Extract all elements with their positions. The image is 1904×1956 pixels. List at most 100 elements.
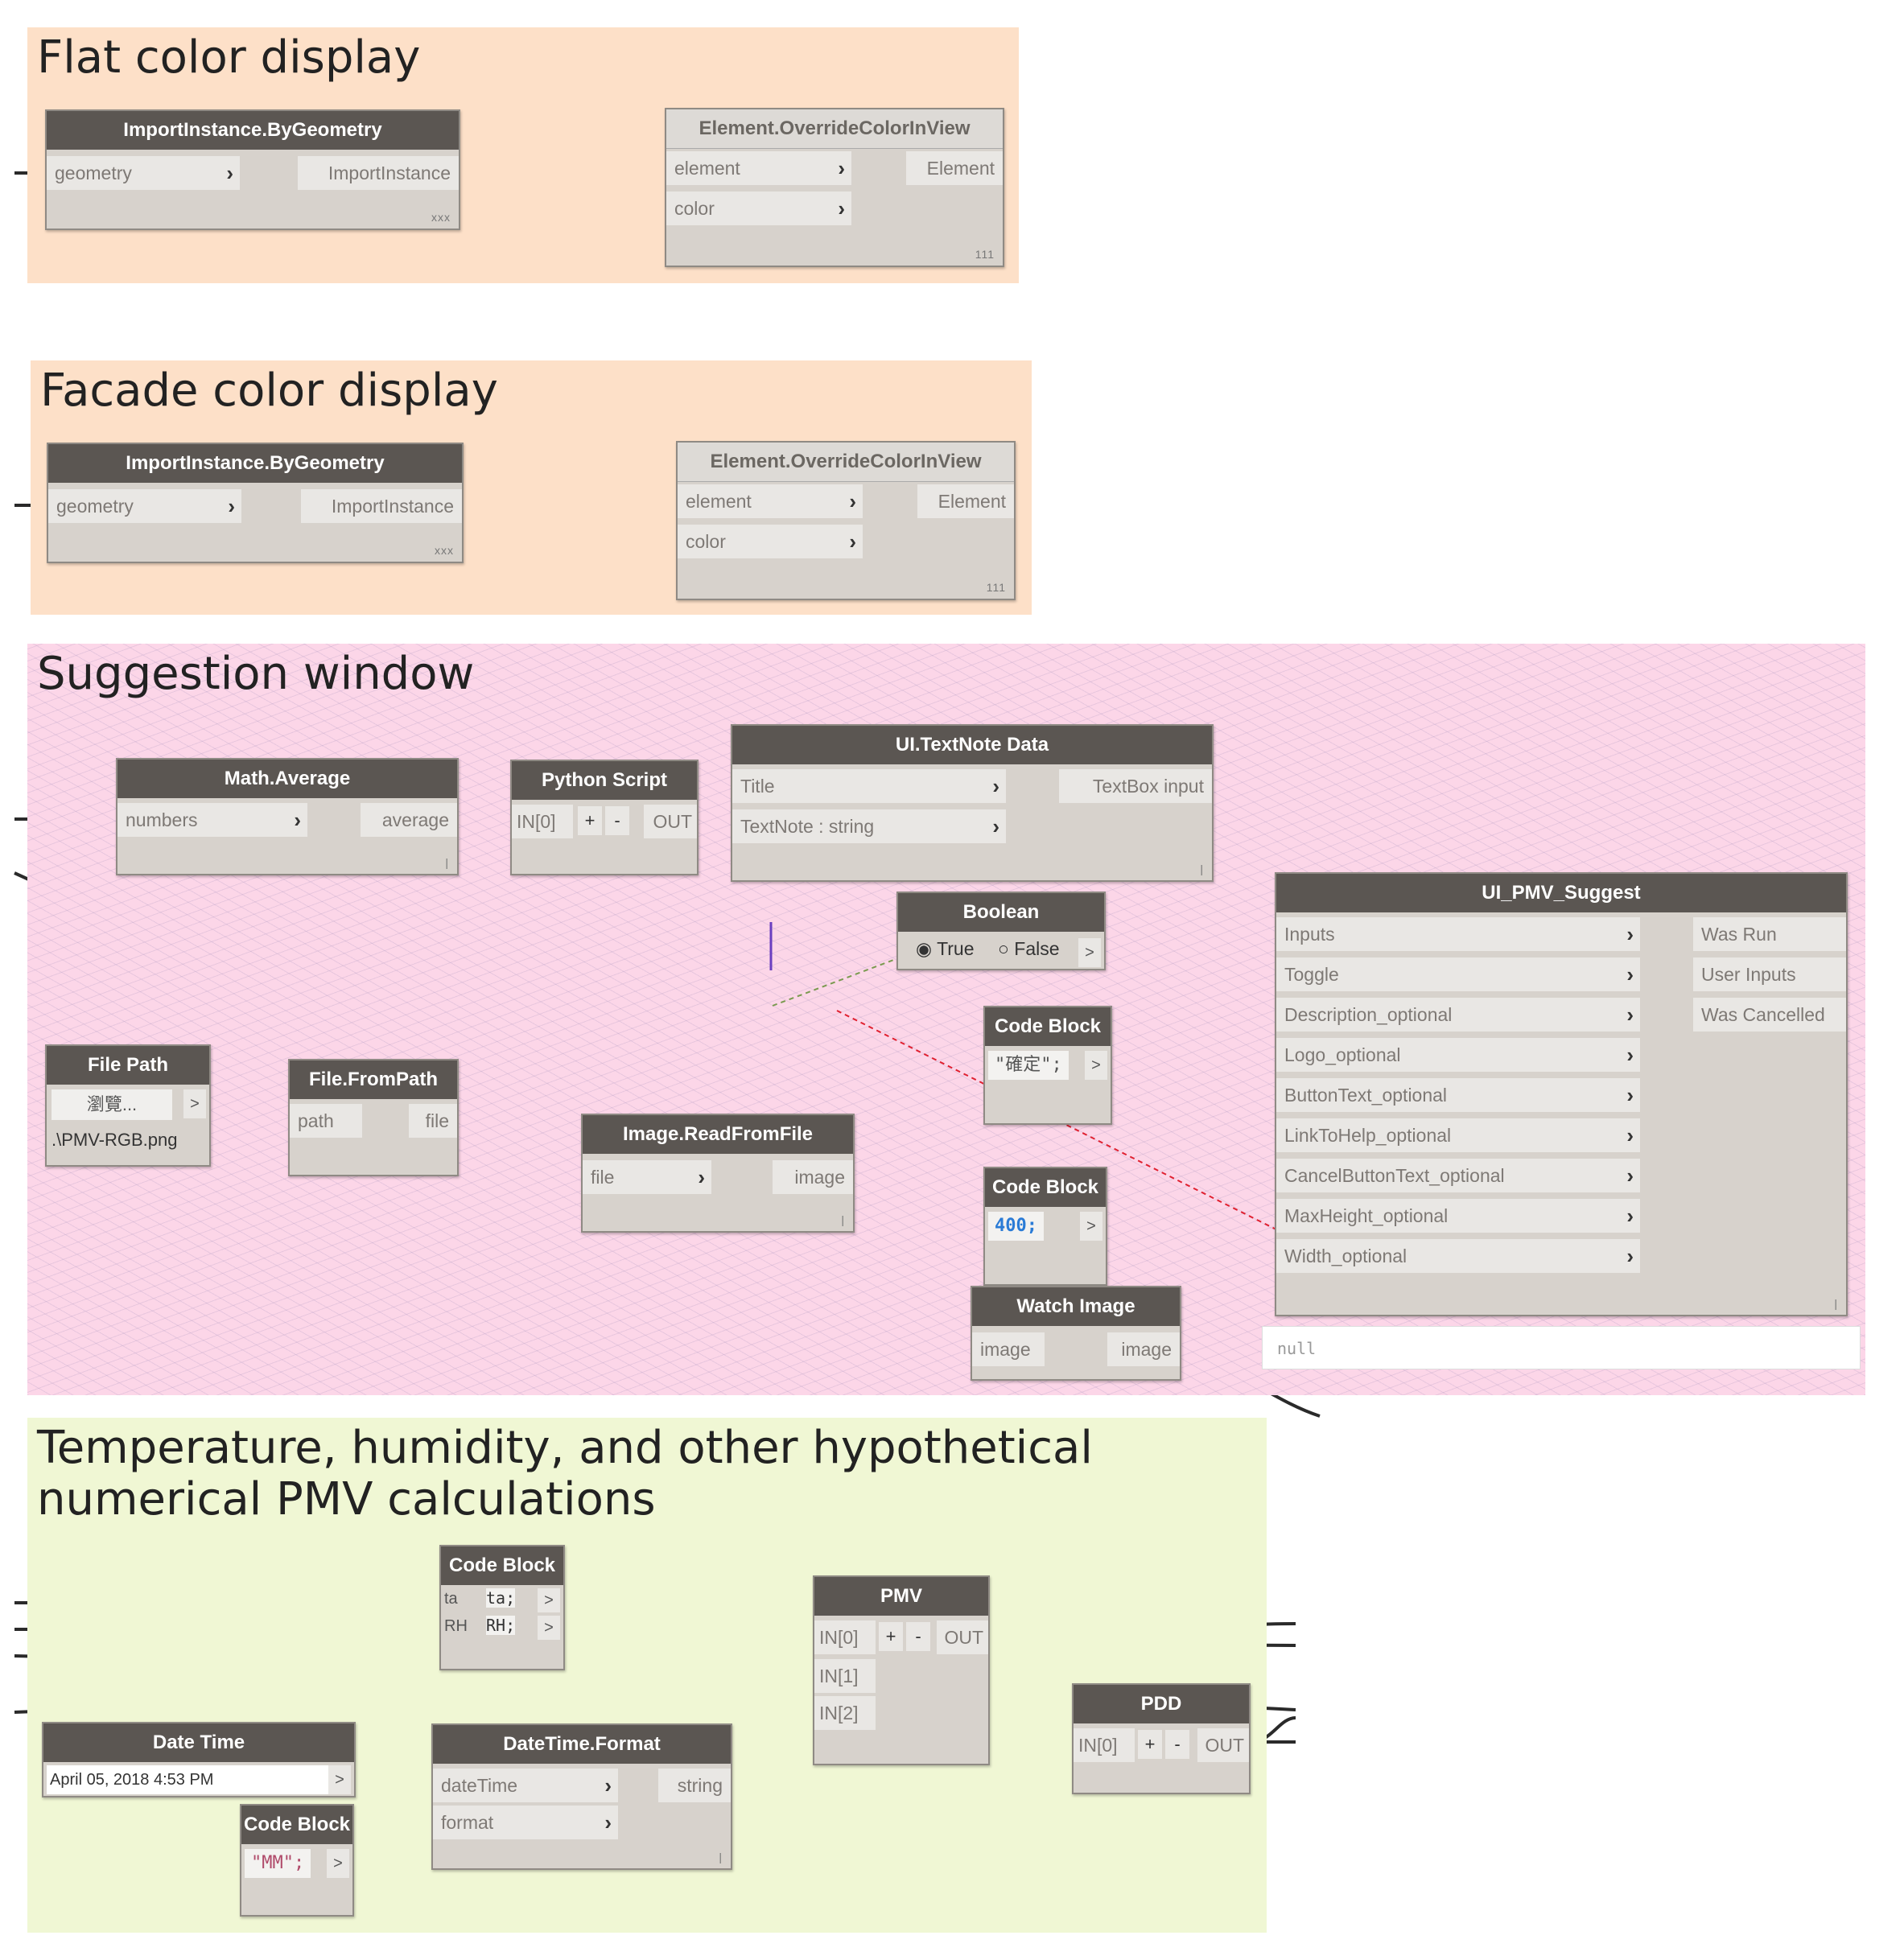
node-ui-textnote-data[interactable]: UI.TextNote Data Title › TextNote : stri… xyxy=(731,724,1214,882)
remove-input-button[interactable]: - xyxy=(605,806,629,835)
input-port-textnote-string[interactable]: TextNote : string › xyxy=(732,809,1006,843)
code-editor[interactable]: "MM"; xyxy=(245,1849,311,1878)
output-port[interactable]: > xyxy=(183,1089,206,1118)
lacing-indicator[interactable]: | xyxy=(719,1851,723,1863)
input-port-description[interactable]: Description_optional› xyxy=(1276,998,1640,1032)
output-port-element[interactable]: Element xyxy=(917,484,1014,518)
node-datetime-format[interactable]: DateTime.Format dateTime › format › stri… xyxy=(431,1723,732,1870)
input-port-in0[interactable]: IN[0] xyxy=(814,1620,876,1654)
remove-input-button[interactable]: - xyxy=(906,1622,930,1651)
output-port-string[interactable]: string xyxy=(658,1769,731,1802)
radio-true[interactable]: ◉ True xyxy=(916,938,975,959)
output-port-average[interactable]: average xyxy=(361,803,457,837)
node-file-frompath[interactable]: File.FromPath path file xyxy=(288,1059,459,1176)
output-port-textbox-input[interactable]: TextBox input xyxy=(1059,769,1212,803)
input-port-logo[interactable]: Logo_optional› xyxy=(1276,1038,1640,1072)
output-port[interactable]: > xyxy=(538,1616,560,1640)
output-port[interactable]: > xyxy=(538,1588,560,1612)
lacing-indicator[interactable]: xxx xyxy=(431,211,451,224)
input-port-linktohelp[interactable]: LinkToHelp_optional› xyxy=(1276,1118,1640,1152)
node-code-block[interactable]: Code Block "MM"; > xyxy=(240,1804,354,1917)
add-input-button[interactable]: + xyxy=(879,1622,903,1651)
node-boolean[interactable]: Boolean ◉ True ○ False > xyxy=(896,892,1106,970)
node-importinstance-bygeometry[interactable]: ImportInstance.ByGeometry geometry › Imp… xyxy=(45,109,460,230)
input-port-element[interactable]: element › xyxy=(678,484,863,518)
output-port-importinstance[interactable]: ImportInstance xyxy=(298,156,459,190)
input-port-rh[interactable]: RH xyxy=(444,1617,468,1635)
input-port-in0[interactable]: IN[0] xyxy=(1074,1728,1135,1762)
node-pdd[interactable]: PDD IN[0] + - OUT xyxy=(1072,1683,1251,1794)
output-port-image[interactable]: image xyxy=(773,1160,853,1194)
input-port-numbers[interactable]: numbers › xyxy=(117,803,307,837)
browse-button[interactable]: 瀏覽... xyxy=(52,1089,172,1120)
node-code-block[interactable]: Code Block "確定"; > xyxy=(983,1006,1112,1125)
input-port-geometry[interactable]: geometry › xyxy=(48,489,241,523)
output-port-was-cancelled[interactable]: Was Cancelled xyxy=(1693,998,1846,1032)
node-date-time[interactable]: Date Time April 05, 2018 4:53 PM > xyxy=(42,1722,356,1797)
node-code-block[interactable]: Code Block 400; > xyxy=(983,1167,1107,1286)
input-port-maxheight[interactable]: MaxHeight_optional› xyxy=(1276,1199,1640,1233)
input-port-path[interactable]: path xyxy=(290,1104,362,1138)
lacing-indicator[interactable]: | xyxy=(445,856,449,869)
input-port-file[interactable]: file › xyxy=(583,1160,711,1194)
output-port-image[interactable]: image xyxy=(1107,1332,1180,1366)
output-port[interactable]: > xyxy=(1085,1051,1107,1080)
output-port-out[interactable]: OUT xyxy=(1197,1728,1249,1762)
output-port[interactable]: > xyxy=(327,1849,349,1878)
input-port-ta[interactable]: ta xyxy=(444,1590,458,1608)
input-port-datetime[interactable]: dateTime › xyxy=(433,1769,618,1802)
node-image-readfromfile[interactable]: Image.ReadFromFile file › image | xyxy=(581,1114,855,1233)
code-editor[interactable]: "確定"; xyxy=(988,1051,1069,1080)
input-port-inputs[interactable]: Inputs› xyxy=(1276,917,1640,951)
output-port[interactable]: > xyxy=(328,1765,351,1794)
add-input-button[interactable]: + xyxy=(578,806,602,835)
input-port-color[interactable]: color › xyxy=(678,525,863,558)
lacing-indicator[interactable]: | xyxy=(1200,863,1204,875)
node-pmv[interactable]: PMV IN[0] + - OUT IN[1] IN[2] xyxy=(813,1575,990,1765)
node-element-overridecolorinview[interactable]: Element.OverrideColorInView element › co… xyxy=(676,441,1016,600)
input-port-width[interactable]: Width_optional› xyxy=(1276,1239,1640,1273)
node-ui-pmv-suggest[interactable]: UI_PMV_Suggest Inputs› Toggle› Descripti… xyxy=(1275,872,1848,1316)
node-preview-bubble[interactable]: null xyxy=(1262,1326,1861,1369)
node-math-average[interactable]: Math.Average numbers › average | xyxy=(116,758,459,875)
output-port-out[interactable]: OUT xyxy=(644,805,697,838)
node-importinstance-bygeometry[interactable]: ImportInstance.ByGeometry geometry › Imp… xyxy=(47,443,464,563)
code-line-1[interactable]: ta; xyxy=(486,1588,516,1608)
output-port-user-inputs[interactable]: User Inputs xyxy=(1693,957,1846,991)
input-port-geometry[interactable]: geometry › xyxy=(47,156,240,190)
node-python-script[interactable]: Python Script IN[0] + - OUT xyxy=(510,760,699,875)
output-port[interactable]: > xyxy=(1078,938,1101,967)
input-port-toggle[interactable]: Toggle› xyxy=(1276,957,1640,991)
remove-input-button[interactable]: - xyxy=(1165,1730,1189,1759)
output-port-importinstance[interactable]: ImportInstance xyxy=(301,489,462,523)
output-port-element[interactable]: Element xyxy=(906,151,1003,185)
node-code-block[interactable]: Code Block ta RH ta; RH; > > xyxy=(439,1545,565,1670)
radio-false[interactable]: ○ False xyxy=(998,938,1060,959)
output-port[interactable]: > xyxy=(1080,1212,1102,1241)
input-port-element[interactable]: element › xyxy=(666,151,851,185)
node-watch-image[interactable]: Watch Image image image xyxy=(971,1286,1181,1381)
output-port-out[interactable]: OUT xyxy=(937,1620,988,1654)
code-line-2[interactable]: RH; xyxy=(486,1616,516,1635)
input-port-in1[interactable]: IN[1] xyxy=(814,1659,876,1693)
datetime-field[interactable]: April 05, 2018 4:53 PM xyxy=(47,1765,328,1794)
input-port-in0[interactable]: IN[0] xyxy=(512,805,573,838)
code-editor[interactable]: 400; xyxy=(988,1212,1044,1241)
lacing-indicator[interactable]: | xyxy=(841,1213,845,1226)
input-port-buttontext[interactable]: ButtonText_optional› xyxy=(1276,1078,1640,1112)
lacing-indicator[interactable]: | xyxy=(1834,1297,1838,1310)
input-port-image[interactable]: image xyxy=(972,1332,1045,1366)
output-port-was-run[interactable]: Was Run xyxy=(1693,917,1846,951)
lacing-indicator[interactable]: xxx xyxy=(435,544,454,557)
node-element-overridecolorinview[interactable]: Element.OverrideColorInView element › co… xyxy=(665,108,1004,267)
lacing-indicator[interactable]: 111 xyxy=(975,248,995,261)
output-port-file[interactable]: file xyxy=(409,1104,457,1138)
input-port-format[interactable]: format › xyxy=(433,1806,618,1839)
input-port-color[interactable]: color › xyxy=(666,191,851,225)
node-file-path[interactable]: File Path 瀏覽... > .\PMV-RGB.png xyxy=(45,1044,211,1167)
input-port-in2[interactable]: IN[2] xyxy=(814,1696,876,1730)
input-port-title[interactable]: Title › xyxy=(732,769,1006,803)
lacing-indicator[interactable]: 111 xyxy=(986,581,1006,594)
input-port-cancelbuttontext[interactable]: CancelButtonText_optional› xyxy=(1276,1159,1640,1192)
add-input-button[interactable]: + xyxy=(1138,1730,1162,1759)
